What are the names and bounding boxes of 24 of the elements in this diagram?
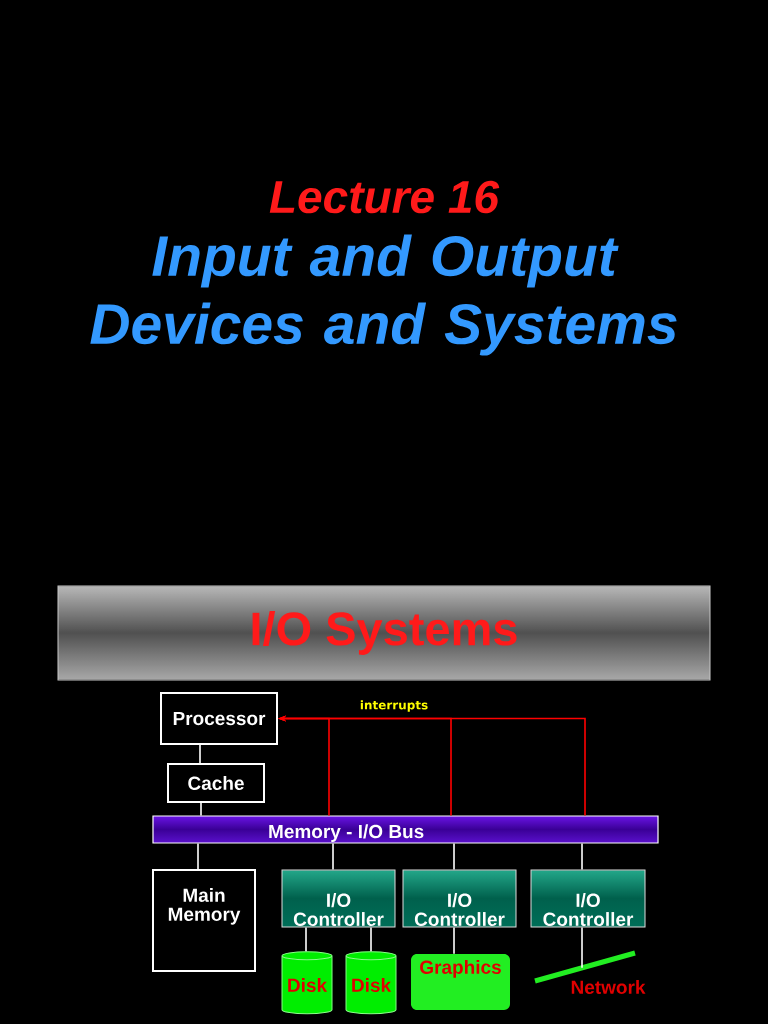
- disk-cylinder: Disk: [281, 951, 333, 1015]
- connector-line: [370, 926, 372, 953]
- connector-line: [453, 842, 455, 871]
- connector-line: [332, 842, 334, 871]
- connector-line: [305, 926, 307, 953]
- controller-box: I/O Controller: [402, 869, 517, 928]
- title-band: I/O Systems: [57, 585, 711, 681]
- processor-box: Processor: [160, 692, 278, 745]
- connector-line: [200, 802, 202, 817]
- subtitle: Input and Output Devices and Systems: [90, 234, 677, 356]
- graphics-box: Graphics: [411, 954, 510, 1010]
- connector-line: [453, 926, 455, 955]
- title: Lecture 16: [269, 180, 500, 214]
- connector-line: [581, 842, 583, 871]
- controller-box: I/O Controller: [530, 869, 646, 928]
- memory-box: Main Memory: [152, 869, 256, 972]
- controller-box: I/O Controller: [281, 869, 396, 928]
- connector-line: [197, 842, 199, 870]
- network-link: Network: [534, 950, 646, 994]
- cache-box: Cache: [167, 763, 265, 803]
- connector-line: [581, 926, 583, 969]
- connector-line: [199, 744, 201, 764]
- bus-bar: Memory - I/O Bus: [152, 815, 659, 844]
- disk-cylinder: Disk: [345, 951, 397, 1015]
